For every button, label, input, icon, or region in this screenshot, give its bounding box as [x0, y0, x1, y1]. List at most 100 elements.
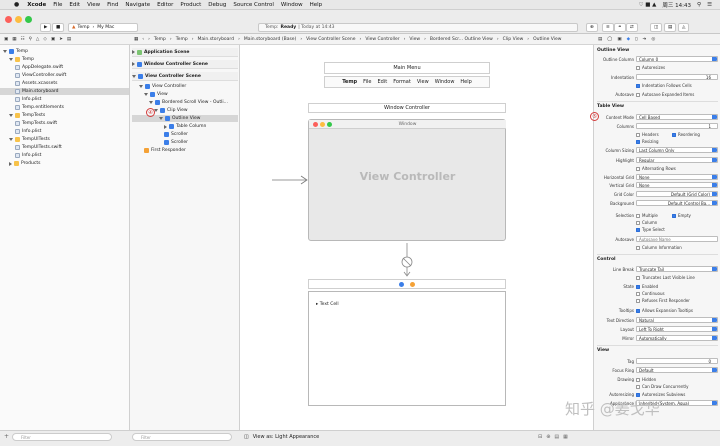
- editor-assistant-button[interactable]: ⚭: [614, 23, 626, 32]
- disclosure-icon[interactable]: [144, 93, 148, 96]
- draw-concurrently-checkbox[interactable]: Can Draw Concurrently: [636, 384, 688, 389]
- menu-item[interactable]: Format: [393, 79, 411, 85]
- headers-checkbox[interactable]: Headers: [636, 132, 659, 137]
- layout-select[interactable]: Left To Right: [636, 326, 718, 332]
- status-icons[interactable]: ♡ ■ ▲: [638, 2, 657, 8]
- menu-editor[interactable]: Editor: [157, 1, 174, 8]
- identity-inspector-icon[interactable]: ▣: [617, 37, 622, 42]
- jump-item[interactable]: Outline View: [533, 37, 562, 42]
- column-sizing-select[interactable]: Last Column Only: [636, 147, 718, 153]
- close-window-button[interactable]: [5, 16, 12, 23]
- find-icon[interactable]: ⚲: [28, 37, 32, 42]
- apple-icon[interactable]: ●: [14, 1, 20, 8]
- jump-item[interactable]: Main.storyboard: [197, 37, 235, 42]
- menu-xcode[interactable]: Xcode: [27, 1, 47, 8]
- test-icon[interactable]: ◇: [43, 37, 47, 42]
- jump-item[interactable]: Bordered Scr... Outline View: [429, 37, 493, 42]
- zoom-window-button[interactable]: [25, 16, 32, 23]
- text-cell[interactable]: ▸ Text Cell: [316, 302, 339, 307]
- outline-scene-window-controller[interactable]: Window Controller Scene: [132, 60, 238, 69]
- disclosure-icon[interactable]: [139, 85, 143, 88]
- navigator-item[interactable]: Info.plist: [0, 152, 129, 159]
- outline-column-select[interactable]: Column 0: [636, 56, 718, 62]
- menu-product[interactable]: Product: [180, 1, 202, 8]
- resizing-checkbox[interactable]: Resizing: [636, 139, 659, 144]
- navigator-item[interactable]: TempUITests.swift: [0, 144, 129, 151]
- menu-item[interactable]: File: [363, 79, 372, 85]
- menu-edit[interactable]: Edit: [69, 1, 81, 8]
- expansion-tooltips-checkbox[interactable]: Allows Expansion Tooltips: [636, 308, 693, 313]
- appearance-select[interactable]: Inherited (System, Aqua): [636, 400, 718, 406]
- scheme-selector[interactable]: ▲ Temp › My Mac: [68, 23, 138, 32]
- pin-icon[interactable]: ▦: [563, 434, 568, 440]
- source-control-icon[interactable]: ▦: [12, 37, 17, 42]
- disclosure-icon[interactable]: [164, 124, 167, 129]
- columns-stepper[interactable]: 1: [636, 123, 718, 129]
- content-mode-select[interactable]: Cell Based: [636, 114, 718, 120]
- jump-item[interactable]: View Controller: [365, 37, 400, 42]
- outline-item[interactable]: Bordered Scroll View - Outli...: [132, 99, 238, 106]
- bindings-inspector-icon[interactable]: ◎: [651, 37, 656, 42]
- navigator-item[interactable]: Main.storyboard: [0, 88, 129, 95]
- menu-debug[interactable]: Debug: [208, 1, 227, 8]
- navigator-item[interactable]: Temp: [0, 48, 129, 55]
- jump-item[interactable]: Clip View: [502, 37, 524, 42]
- autoresizes-subviews-checkbox[interactable]: Autoresizes Subviews: [636, 392, 685, 397]
- folder-icon[interactable]: ▣: [4, 37, 9, 42]
- report-icon[interactable]: ▤: [66, 37, 72, 42]
- main-menu-scene-title[interactable]: Main Menu: [324, 62, 490, 74]
- focus-ring-select[interactable]: Default: [636, 367, 718, 373]
- editor-version-button[interactable]: ⇄: [626, 23, 638, 32]
- jump-item[interactable]: Main.storyboard (Base): [243, 37, 297, 42]
- run-button[interactable]: ▶: [40, 23, 52, 32]
- indentation-stepper[interactable]: 16: [636, 74, 718, 80]
- warning-icon[interactable]: △: [35, 37, 40, 42]
- highlight-select[interactable]: Regular: [636, 157, 718, 163]
- menu-item[interactable]: Help: [460, 79, 472, 85]
- outline-item[interactable]: Scroller: [132, 139, 238, 146]
- outline-scene-view-controller[interactable]: View Controller Scene: [132, 72, 238, 81]
- disclosure-icon[interactable]: [9, 114, 13, 117]
- navigator-item[interactable]: Info.plist: [0, 128, 129, 135]
- breakpoint-icon[interactable]: ➤: [59, 37, 63, 42]
- align-icon[interactable]: ▤: [554, 434, 560, 440]
- library-button[interactable]: ⊕: [586, 23, 598, 32]
- appearance-toggle[interactable]: ◫View as: Light Appearance: [244, 434, 319, 440]
- toggle-inspector-button[interactable]: ◬: [678, 23, 690, 32]
- selection-multiple-checkbox[interactable]: Multiple: [636, 213, 658, 218]
- list-icon[interactable]: ☰: [707, 2, 712, 8]
- window-frame[interactable]: Window View Controller: [308, 119, 506, 241]
- type-select-checkbox[interactable]: Type Select: [636, 227, 665, 232]
- outline-item[interactable]: First Responder: [132, 147, 238, 154]
- menu-find[interactable]: Find: [107, 1, 119, 8]
- selection-column-checkbox[interactable]: Column: [636, 220, 657, 225]
- grid-icon[interactable]: ▦: [134, 37, 139, 42]
- continuous-checkbox[interactable]: Continuous: [636, 291, 665, 296]
- navigator-item[interactable]: Temp.entitlements: [0, 104, 129, 111]
- navigator-item[interactable]: TempUITests: [0, 136, 129, 143]
- navigator-item[interactable]: Products: [0, 160, 129, 167]
- navigator-item[interactable]: AppDelegate.swift: [0, 64, 129, 71]
- alternating-rows-checkbox[interactable]: Alternating Rows: [636, 166, 676, 171]
- navigator-filter[interactable]: Filter: [12, 433, 112, 441]
- refuses-first-responder-checkbox[interactable]: Refuses First Responder: [636, 298, 690, 303]
- autosave-expanded-checkbox[interactable]: Autosave Expanded Items: [636, 92, 694, 97]
- enabled-checkbox[interactable]: Enabled: [636, 284, 658, 289]
- autoresizes-checkbox[interactable]: Autoresizes: [636, 65, 665, 70]
- outline-scene-application[interactable]: Application Scene: [132, 48, 238, 57]
- zoom-out-icon[interactable]: ⊟: [538, 434, 543, 440]
- jump-item[interactable]: View: [409, 37, 421, 42]
- menu-window[interactable]: Window: [280, 1, 303, 8]
- outline-item[interactable]: View Controller: [132, 83, 238, 90]
- navigator-item[interactable]: TempTests.swift: [0, 120, 129, 127]
- truncates-last-line-checkbox[interactable]: Truncates Last Visible Line: [636, 275, 695, 280]
- autosave-name-input[interactable]: [636, 236, 718, 242]
- attributes-inspector-icon[interactable]: ◆: [626, 37, 631, 42]
- column-information-checkbox[interactable]: Column Information: [636, 245, 682, 250]
- minimize-window-button[interactable]: [15, 16, 22, 23]
- toggle-debug-button[interactable]: ▤: [664, 23, 677, 32]
- toggle-navigator-button[interactable]: ◫: [650, 23, 663, 32]
- disclosure-icon[interactable]: [9, 58, 13, 61]
- grid-color-well[interactable]: Default (Grid Color): [636, 191, 718, 197]
- back-icon[interactable]: ‹: [142, 37, 145, 42]
